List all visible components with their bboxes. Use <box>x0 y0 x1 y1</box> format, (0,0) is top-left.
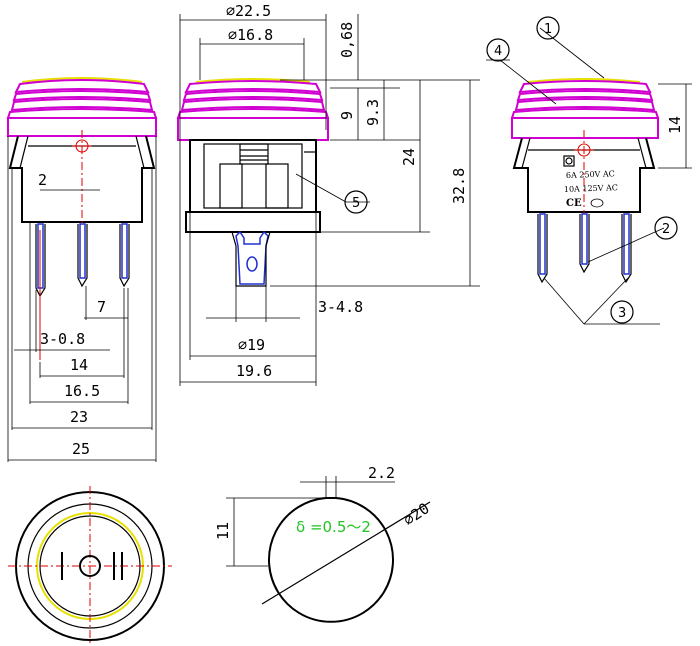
dim-3-4-8-label: 3-4.8 <box>318 298 363 316</box>
dim-25-label: 25 <box>72 440 90 458</box>
callout-3: 3 <box>618 306 626 321</box>
panel-thickness-note: δ =0.5～2 <box>296 518 371 536</box>
dim-d22-5-label: ⌀22.5 <box>226 2 271 20</box>
right-side-view: 6A 250V AC 10A 125V AC CE 14 1 4 2 3 <box>486 16 692 325</box>
dim-14-right-label: 14 <box>666 116 684 134</box>
callout-2: 2 <box>662 222 670 237</box>
callout-1: 1 <box>544 22 552 37</box>
dim-23-label: 23 <box>70 408 88 426</box>
dim-7-label: 7 <box>97 298 106 316</box>
left-side-view: 2 7 3-0.8 14 16.5 23 25 <box>6 77 158 462</box>
panel-cutout-view: 2.2 11 ⌀20 δ =0.5～2 <box>214 464 433 623</box>
marking-line-1: 6A 250V AC <box>566 169 615 180</box>
dim-2-2-label: 2.2 <box>368 464 395 482</box>
callout-5: 5 <box>352 196 360 211</box>
dim-d16-8-label: ⌀16.8 <box>228 26 273 44</box>
dim-14-left-label: 14 <box>70 356 88 374</box>
top-view <box>8 486 172 646</box>
dim-11-label: 11 <box>214 522 232 540</box>
callout-4: 4 <box>494 44 502 59</box>
marking-line-2: 10A 125V AC <box>564 183 618 194</box>
dim-0-68-label: 0,68 <box>338 22 356 58</box>
dim-9-3-label: 9.3 <box>364 99 382 126</box>
dim-3-0-8-label: 3-0.8 <box>40 330 85 348</box>
dim-2-label: 2 <box>38 171 47 189</box>
dim-16-5-label: 16.5 <box>64 382 100 400</box>
dim-9-label: 9 <box>338 111 356 120</box>
middle-side-view: ⌀22.5 ⌀16.8 3-4.8 ⌀19 19.6 0,68 9 9.3 24… <box>176 2 480 386</box>
ce-mark: CE <box>566 198 582 209</box>
dim-32-8-label: 32.8 <box>450 168 468 204</box>
dim-d19-label: ⌀19 <box>238 336 265 354</box>
dim-19-6-label: 19.6 <box>236 362 272 380</box>
dim-24-label: 24 <box>400 148 418 166</box>
